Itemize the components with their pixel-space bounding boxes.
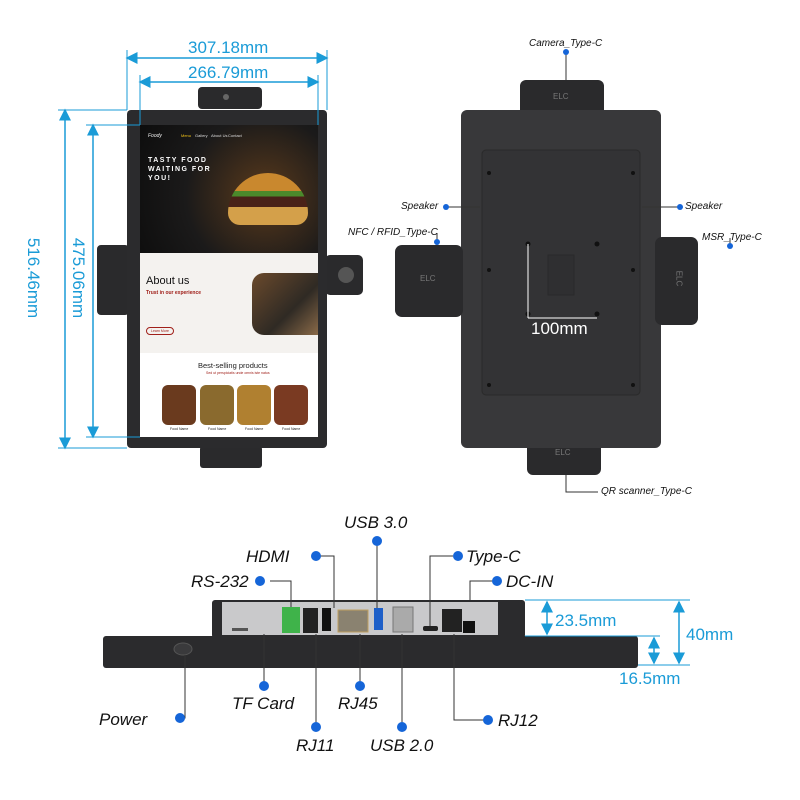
about-subtitle: Trust in our experience xyxy=(146,290,202,296)
height-outer-label: 516.46mm xyxy=(24,237,44,319)
hero-line: TASTY FOOD xyxy=(148,157,208,164)
rj45-label: RJ45 xyxy=(338,694,378,713)
burger-image xyxy=(228,173,308,225)
best-selling-section: Best-selling products Sed ut perspiciati… xyxy=(140,353,318,437)
rj12-label: RJ12 xyxy=(498,711,538,730)
brand-logo: ELC xyxy=(555,448,571,457)
hero-line: YOU! xyxy=(148,175,172,182)
product-name: Food Name xyxy=(282,427,301,431)
front-screen: Foody Menu Gallery About Us Contact TAST… xyxy=(140,125,318,437)
product-card[interactable] xyxy=(162,385,196,425)
card-reader-left xyxy=(97,245,129,315)
usb20-port xyxy=(392,606,414,633)
usb30-label: USB 3.0 xyxy=(344,513,408,532)
speaker-left-label: Speaker xyxy=(401,201,439,212)
about-section: About us Trust in our experience Learn M… xyxy=(140,253,318,353)
rj45-port xyxy=(337,609,369,633)
best-title: Best-selling products xyxy=(198,361,268,370)
nfc-icon xyxy=(338,267,354,283)
hero-title: TASTY FOOD WAITING FOR YOU! xyxy=(148,156,211,183)
power-label: Power xyxy=(99,710,148,729)
qr-label: QR scanner_Type-C xyxy=(601,486,692,497)
nfc-module-back xyxy=(395,245,463,317)
dc-in-label: DC-IN xyxy=(506,572,554,591)
speaker-right-label: Speaker xyxy=(685,201,723,212)
msr-label: MSR_Type-C xyxy=(702,232,762,243)
usb30-port xyxy=(374,608,383,630)
hero-line: WAITING FOR xyxy=(148,166,212,173)
bottom-view xyxy=(103,536,690,732)
product-name: Food Name xyxy=(170,427,189,431)
product-card[interactable] xyxy=(200,385,234,425)
back-view xyxy=(395,49,733,493)
dim-top-label: 23.5mm xyxy=(555,611,617,630)
learn-more-button[interactable]: Learn More xyxy=(146,327,174,335)
rs232-label: RS-232 xyxy=(191,572,249,591)
rj12-port xyxy=(442,609,462,632)
dim-total-label: 40mm xyxy=(686,625,734,644)
brand-logo: ELC xyxy=(674,270,684,287)
hero-section: Foody Menu Gallery About Us Contact TAST… xyxy=(140,125,318,253)
product-card[interactable] xyxy=(274,385,308,425)
nav-gallery: Gallery xyxy=(195,133,208,138)
nfc-label: NFC / RFID_Type-C xyxy=(348,227,438,238)
bottom-base xyxy=(103,636,638,668)
camera-label: Camera_Type-C xyxy=(529,38,603,49)
product-name: Food Name xyxy=(245,427,264,431)
vesa-label: 100mm xyxy=(531,319,588,338)
power-button[interactable] xyxy=(173,642,193,656)
camera-back xyxy=(520,80,604,118)
usb20-label: USB 2.0 xyxy=(370,736,434,755)
type-c-label: Type-C xyxy=(466,547,521,566)
type-c-port xyxy=(423,626,438,631)
camera-lens xyxy=(223,94,229,100)
nav-about: About Us xyxy=(211,133,228,138)
hdmi-label: HDMI xyxy=(246,547,290,566)
restaurant-image xyxy=(252,273,318,335)
brand-logo: ELC xyxy=(553,92,569,101)
about-title: About us xyxy=(146,275,190,287)
camera-front xyxy=(198,87,262,109)
qr-scanner-front xyxy=(200,446,262,468)
width-inner-label: 266.79mm xyxy=(188,63,269,82)
rs232-port xyxy=(282,607,300,633)
dim-base-label: 16.5mm xyxy=(619,669,681,688)
product-name: Food Name xyxy=(208,427,227,431)
site-logo: Foody xyxy=(148,133,162,139)
tf-card-slot xyxy=(232,628,248,631)
rj11-port xyxy=(303,608,318,633)
product-card[interactable] xyxy=(237,385,271,425)
back-center-plate xyxy=(547,254,575,296)
nav-contact: Contact xyxy=(228,133,242,138)
brand-logo: ELC xyxy=(420,274,436,283)
best-subtitle: Sed ut perspiciatis unde omnis iste natu… xyxy=(206,371,270,375)
nav-menu: Menu xyxy=(181,133,192,138)
hdmi-port xyxy=(322,608,331,631)
height-inner-label: 475.06mm xyxy=(69,237,89,319)
msr-module-back xyxy=(655,237,698,325)
tf-card-label: TF Card xyxy=(232,694,295,713)
rj11-label: RJ11 xyxy=(296,736,335,755)
width-outer-label: 307.18mm xyxy=(188,38,269,57)
dc-in-port xyxy=(463,621,475,633)
